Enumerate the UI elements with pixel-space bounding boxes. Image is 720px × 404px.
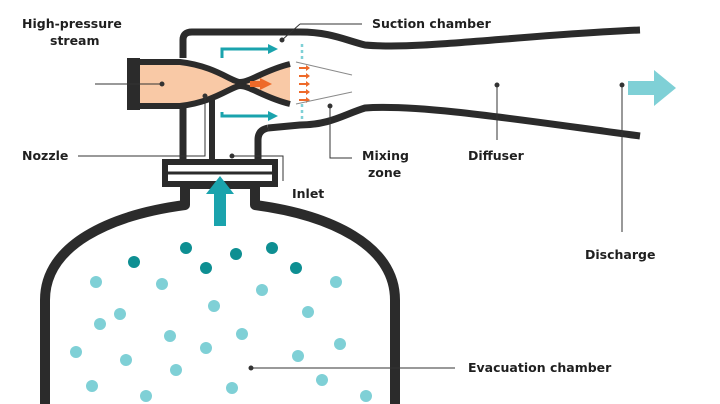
gas-particle xyxy=(266,242,278,254)
gas-particle xyxy=(230,248,242,260)
labels: High-pressure stream Suction chamber Noz… xyxy=(22,16,655,375)
nozzle xyxy=(127,58,291,110)
gas-particle xyxy=(316,374,328,386)
label-diffuser: Diffuser xyxy=(468,148,525,163)
mixing-arrow xyxy=(299,89,310,95)
suction-flow-arrows xyxy=(220,44,278,121)
label-nozzle: Nozzle xyxy=(22,148,68,163)
gas-particle xyxy=(94,318,106,330)
label-mixing-zone-line1: Mixing xyxy=(362,148,409,163)
gas-particle xyxy=(90,276,102,288)
gas-particle xyxy=(114,308,126,320)
label-high-pressure-line2: stream xyxy=(50,33,100,48)
gas-particle xyxy=(208,300,220,312)
gas-particle xyxy=(226,382,238,394)
gas-particle xyxy=(330,276,342,288)
gas-particle xyxy=(200,342,212,354)
gas-particle xyxy=(156,278,168,290)
gas-particle xyxy=(140,390,152,402)
mixing-arrow xyxy=(299,73,310,79)
label-suction-chamber: Suction chamber xyxy=(372,16,492,31)
gas-particle xyxy=(256,284,268,296)
label-inlet: Inlet xyxy=(292,186,324,201)
inlet-flow-arrow xyxy=(206,176,234,226)
label-high-pressure-line1: High-pressure xyxy=(22,16,122,31)
leader-mixing-zone xyxy=(329,108,352,159)
gas-particle xyxy=(128,256,140,268)
leader-inlet xyxy=(232,155,284,181)
gas-particle xyxy=(302,306,314,318)
gas-particles xyxy=(70,242,372,402)
mixing-zone xyxy=(295,44,353,122)
gas-particle xyxy=(334,338,346,350)
suction-chamber-body xyxy=(179,26,641,140)
gas-particle xyxy=(170,364,182,376)
gas-particle xyxy=(70,346,82,358)
gas-particle xyxy=(180,242,192,254)
leader-nozzle xyxy=(78,98,206,157)
label-evacuation-chamber: Evacuation chamber xyxy=(468,360,612,375)
gas-particle xyxy=(360,390,372,402)
gas-particle xyxy=(292,350,304,362)
discharge-arrow xyxy=(628,70,676,106)
mixing-arrow xyxy=(299,81,310,87)
leader-lines xyxy=(78,23,625,371)
nozzle-flow-arrow xyxy=(260,78,272,90)
mixing-arrow xyxy=(299,65,310,71)
gas-particle xyxy=(236,328,248,340)
gas-particle xyxy=(290,262,302,274)
gas-particle xyxy=(120,354,132,366)
gas-particle xyxy=(86,380,98,392)
gas-particle xyxy=(164,330,176,342)
label-discharge: Discharge xyxy=(585,247,655,262)
gas-particle xyxy=(200,262,212,274)
label-mixing-zone-line2: zone xyxy=(368,165,401,180)
